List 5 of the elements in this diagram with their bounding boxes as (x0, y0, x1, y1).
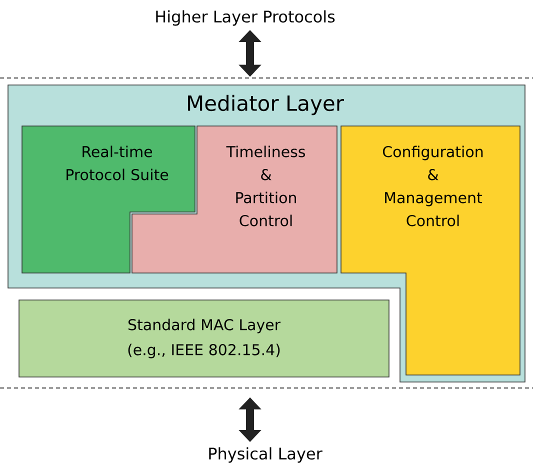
layer-box: Standard MAC Layer (e.g., IEEE 802.15.4) (18, 300, 390, 378)
layer-label: Physical Layer (209, 447, 322, 463)
module-block: Configuration & Management Control (340, 126, 520, 376)
layer-label: Higher Layer Protocols (156, 10, 335, 26)
module-block: Real-time Protocol Suite (22, 126, 196, 274)
